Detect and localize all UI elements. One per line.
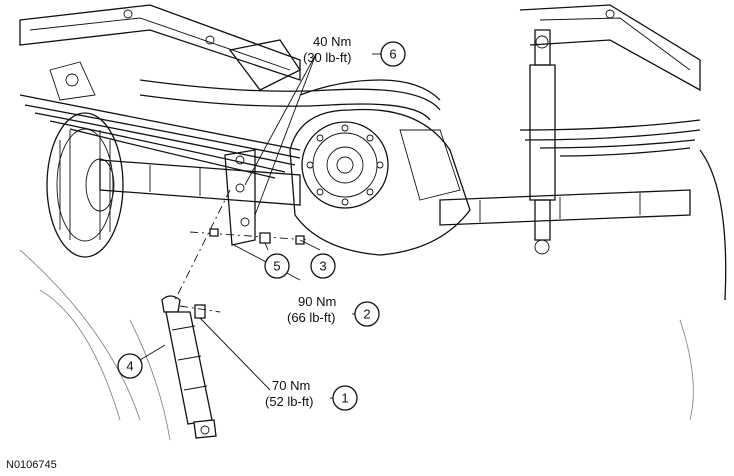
leaf-spring-right [519,119,701,157]
torque-label-6: 40 Nm (30 lb-ft) [303,34,351,65]
callout-5: 5 [264,253,290,279]
callout-number-3: 3 [319,259,326,274]
frame-structure [19,4,701,92]
crossmember-tube [139,79,441,121]
callout-number-5: 5 [273,259,280,274]
callout-6: 6 [372,41,406,67]
wheel-right [679,149,727,421]
callout-3: 3 [310,253,336,279]
torque-nm-6: 40 Nm [313,34,351,49]
shock-bracket [224,149,256,246]
callout-number-6: 6 [389,47,396,62]
torque-label-1: 70 Nm (52 lb-ft) [265,378,313,409]
leaf-spring-left [19,61,301,179]
torque-label-2: 90 Nm (66 lb-ft) [287,294,336,325]
callout-number-1: 1 [341,391,348,406]
figure-id: N0106745 [6,459,57,471]
wheel-left [19,112,141,421]
torque-nm-2: 90 Nm [298,294,336,309]
differential [289,108,471,256]
callout-4: 4 [117,353,143,379]
axle-housing [99,159,691,226]
leader-lines [139,53,321,391]
callout-number-4: 4 [126,359,133,374]
torque-lbft-2: (66 lb-ft) [287,310,335,325]
callout-1: 1 [330,385,358,411]
callout-2: 2 [352,301,380,327]
torque-lbft-6: (30 lb-ft) [303,50,351,65]
torque-lbft-1: (52 lb-ft) [265,394,313,409]
callout-number-2: 2 [363,307,370,322]
shock-absorber-right [529,29,556,255]
torque-nm-1: 70 Nm [272,378,310,393]
shock-absorber-left-exploded [129,295,221,441]
